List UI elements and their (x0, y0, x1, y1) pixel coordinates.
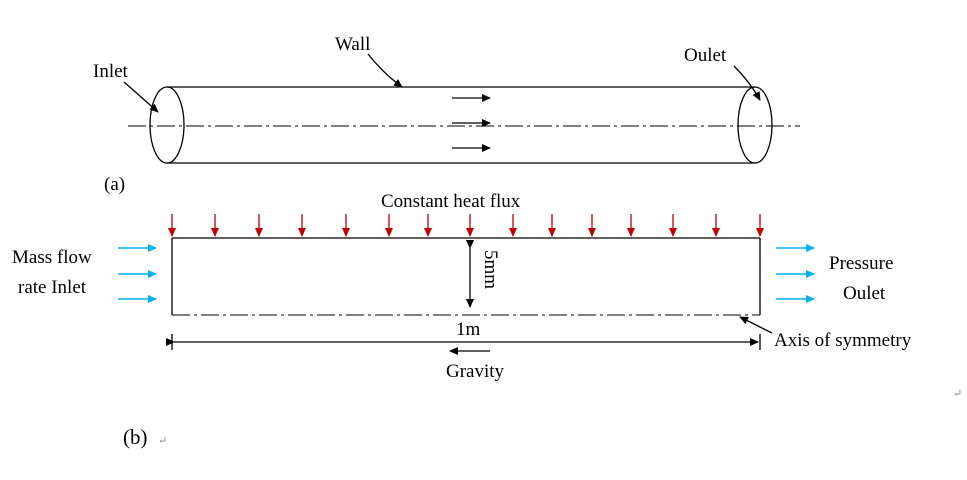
length-label: 1m (456, 319, 481, 340)
heat-flux-label: Constant heat flux (381, 191, 521, 212)
height-label: 5mm (480, 250, 501, 289)
gravity-label: Gravity (446, 361, 505, 382)
inlet-callout (123, 81, 159, 113)
wall-callout (367, 53, 403, 88)
outlet-flow-arrows (776, 244, 815, 303)
wall-label: Wall (335, 34, 370, 55)
part-a-label: (a) (104, 174, 125, 195)
inlet-flow-arrows (118, 244, 157, 303)
axis-of-symmetry-label: Axis of symmetry (774, 330, 912, 351)
paragraph-mark-2: ↵ (953, 388, 962, 400)
pressure-outlet-label-line2: Oulet (843, 283, 886, 304)
heat-flux-arrows (168, 214, 764, 237)
outlet-callout (733, 65, 761, 101)
axis-callout-line (739, 316, 773, 334)
domain-rectangle (171, 237, 761, 315)
inlet-ellipse (149, 86, 185, 164)
paragraph-mark-1: ↵ (158, 435, 167, 447)
pressure-outlet-label-line1: Pressure (829, 253, 893, 274)
mass-flow-label-line1: Mass flow (12, 247, 92, 268)
outlet-ellipse (737, 86, 773, 164)
inlet-label: Inlet (93, 61, 129, 82)
part-b-label: (b) (123, 425, 148, 449)
pipe-3d (149, 86, 773, 164)
outlet-label: Oulet (684, 45, 727, 66)
mass-flow-label-line2: rate Inlet (18, 277, 87, 298)
pipe-flow-arrows (452, 94, 491, 152)
